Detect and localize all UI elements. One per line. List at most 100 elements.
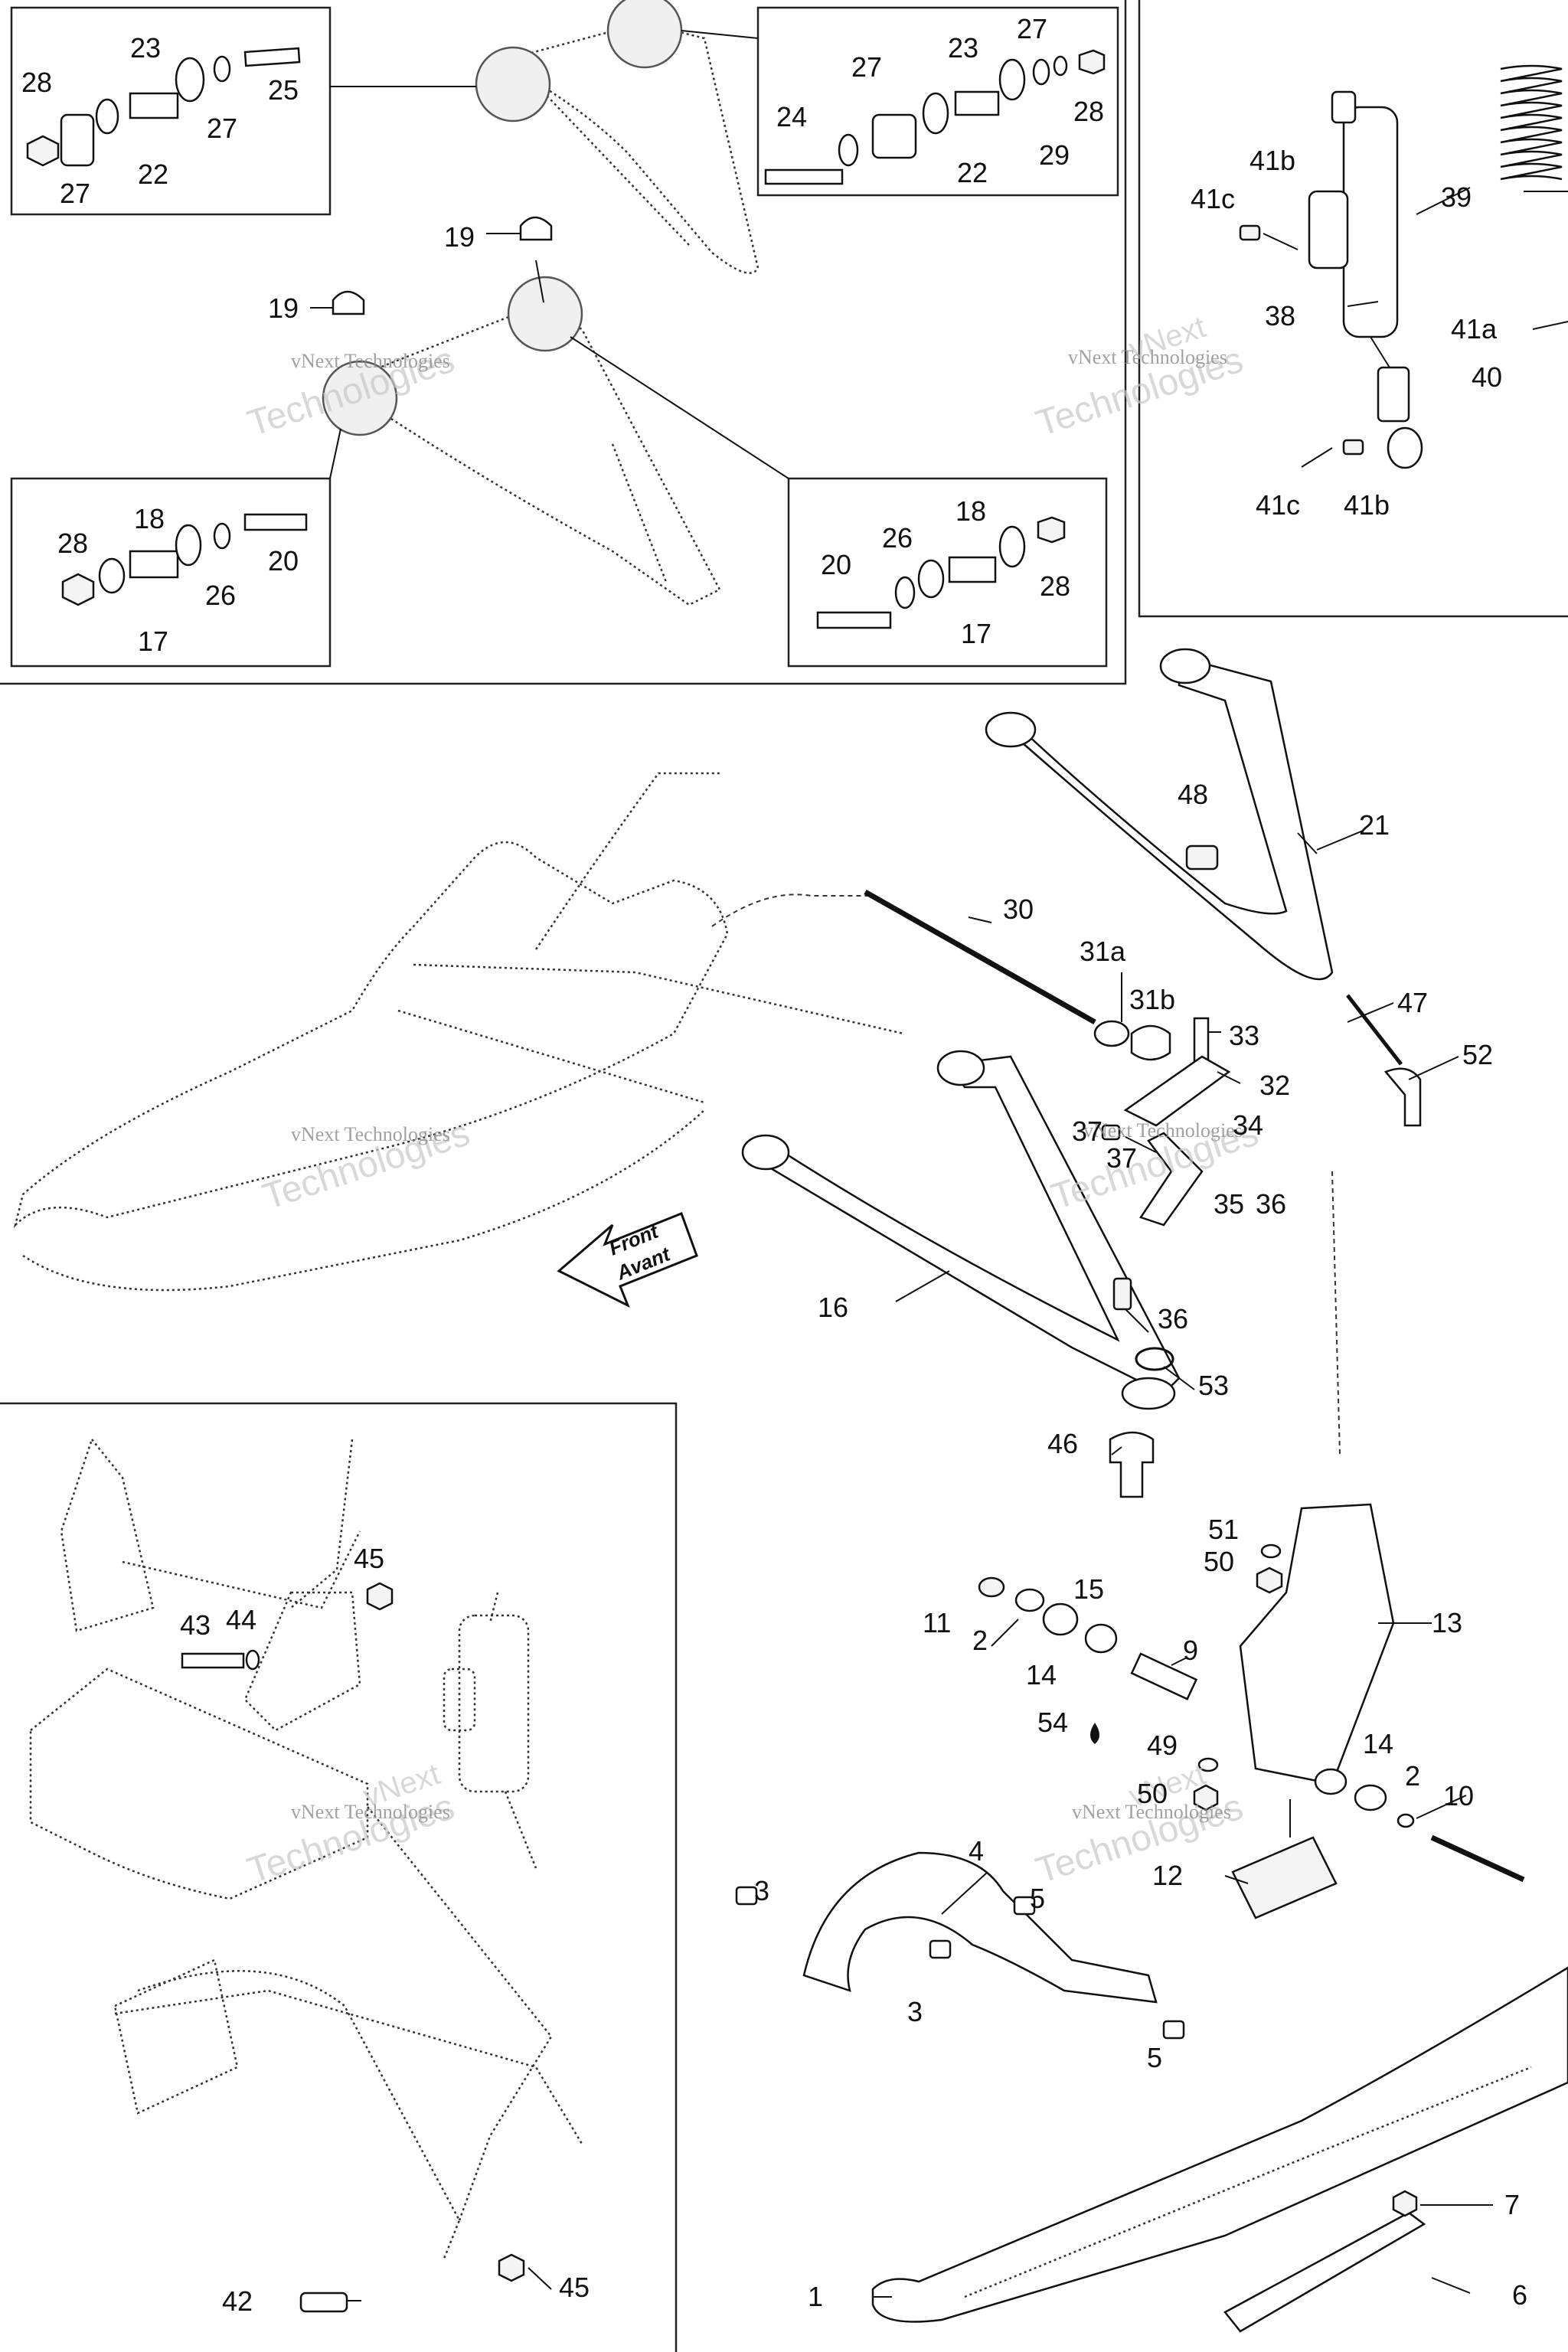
part-19-spacer-upper bbox=[332, 290, 365, 315]
svg-text:vNext Technologies: vNext Technologies bbox=[1068, 346, 1227, 368]
callout-19: 19 bbox=[444, 221, 475, 253]
callout-30: 30 bbox=[1003, 893, 1034, 925]
chassis-sketch: Front Avant bbox=[13, 772, 904, 1308]
lower-arm-pivot-callout-left bbox=[322, 360, 398, 436]
lower-arm-pivot-callout-right bbox=[507, 276, 583, 352]
svg-text:vNext Technologies: vNext Technologies bbox=[1072, 1801, 1231, 1823]
svg-text:vNext Technologies: vNext Technologies bbox=[291, 350, 450, 372]
watermarks: Technologies vNext Technologies Technolo… bbox=[243, 310, 1263, 1891]
callout-21: 21 bbox=[1359, 809, 1390, 841]
inset-hardware bbox=[26, 47, 1106, 629]
callout-29: 29 bbox=[1039, 139, 1070, 171]
callout-36: 36 bbox=[1158, 1303, 1188, 1334]
part-19-spacer-lower bbox=[519, 216, 553, 241]
callout-15: 15 bbox=[1073, 1573, 1104, 1605]
callout-3: 3 bbox=[907, 1996, 923, 2027]
callout-19: 19 bbox=[268, 292, 299, 324]
callout-6: 6 bbox=[1512, 2279, 1527, 2311]
callout-22: 22 bbox=[138, 158, 168, 190]
callout-2: 2 bbox=[1405, 1760, 1420, 1792]
callout-37: 37 bbox=[1106, 1142, 1137, 1174]
callout-9: 9 bbox=[1183, 1635, 1198, 1666]
callout-42: 42 bbox=[222, 2285, 253, 2317]
callout-27: 27 bbox=[60, 178, 90, 209]
callout-36: 36 bbox=[1256, 1188, 1286, 1220]
callout-14: 14 bbox=[1363, 1728, 1393, 1759]
callout-26: 26 bbox=[882, 522, 913, 554]
callout-23: 23 bbox=[948, 32, 978, 64]
callout-5: 5 bbox=[1147, 2042, 1162, 2073]
inset-upper-arm-right-bushing bbox=[756, 6, 1119, 197]
callout-labels: 28 23 25 27 22 27 27 23 27 28 24 29 22 2… bbox=[21, 13, 1527, 2317]
svg-text:vNext Technologies: vNext Technologies bbox=[1083, 1119, 1243, 1142]
callout-52: 52 bbox=[1462, 1039, 1493, 1070]
callout-27: 27 bbox=[1017, 13, 1047, 44]
callout-7: 7 bbox=[1504, 2189, 1520, 2220]
callout-2: 2 bbox=[972, 1625, 988, 1656]
callout-41c: 41c bbox=[1256, 489, 1300, 521]
callout-31b: 31b bbox=[1129, 984, 1175, 1015]
callout-20: 20 bbox=[821, 549, 851, 580]
callout-35: 35 bbox=[1214, 1188, 1244, 1220]
callout-31a: 31a bbox=[1080, 936, 1126, 967]
callout-18: 18 bbox=[134, 503, 165, 534]
callout-20: 20 bbox=[268, 545, 299, 577]
inset-lower-arm-left-bushing bbox=[10, 477, 332, 668]
callout-47: 47 bbox=[1397, 987, 1428, 1018]
callout-41b: 41b bbox=[1250, 145, 1295, 176]
callout-41a: 41a bbox=[1451, 313, 1498, 345]
callout-45: 45 bbox=[354, 1543, 384, 1574]
callout-13: 13 bbox=[1432, 1607, 1462, 1638]
callout-16: 16 bbox=[818, 1292, 848, 1323]
upper-arm-pivot-callout-right bbox=[606, 0, 683, 69]
callout-1: 1 bbox=[808, 2281, 823, 2312]
upper-arm-pivot-callout-left bbox=[475, 46, 551, 122]
callout-11: 11 bbox=[923, 1607, 951, 1638]
callout-43: 43 bbox=[180, 1609, 211, 1641]
callout-41b: 41b bbox=[1344, 489, 1390, 521]
callout-45: 45 bbox=[559, 2272, 590, 2303]
callout-26: 26 bbox=[205, 580, 236, 611]
callout-32: 32 bbox=[1259, 1070, 1290, 1101]
callout-39: 39 bbox=[1441, 181, 1472, 213]
suspension-parts bbox=[735, 648, 1568, 2333]
callout-23: 23 bbox=[130, 32, 161, 64]
callout-34: 34 bbox=[1233, 1109, 1263, 1141]
callout-54: 54 bbox=[1037, 1707, 1068, 1738]
callout-5: 5 bbox=[1030, 1883, 1045, 1914]
svg-text:vNext Technologies: vNext Technologies bbox=[291, 1801, 450, 1823]
callout-49: 49 bbox=[1147, 1730, 1178, 1761]
callout-24: 24 bbox=[776, 101, 807, 132]
callout-51: 51 bbox=[1208, 1514, 1239, 1545]
callout-28: 28 bbox=[21, 67, 52, 98]
callout-50: 50 bbox=[1137, 1778, 1168, 1809]
callout-17: 17 bbox=[138, 626, 168, 657]
front-direction-arrow bbox=[557, 1212, 698, 1308]
callout-44: 44 bbox=[226, 1604, 256, 1635]
callout-4: 4 bbox=[969, 1835, 984, 1867]
shock-absorber-assembly bbox=[1239, 64, 1563, 469]
frame-sketch bbox=[29, 1437, 583, 2313]
inset-upper-arm-left-bushing bbox=[10, 6, 332, 216]
inset-lower-arm-right-bushing bbox=[787, 477, 1108, 668]
callout-46: 46 bbox=[1047, 1428, 1078, 1459]
callout-28: 28 bbox=[57, 528, 88, 559]
callout-33: 33 bbox=[1229, 1020, 1259, 1051]
callout-12: 12 bbox=[1152, 1860, 1183, 1891]
callout-37: 37 bbox=[1072, 1116, 1102, 1147]
callout-25: 25 bbox=[268, 74, 299, 106]
callout-27: 27 bbox=[851, 51, 882, 83]
callout-53: 53 bbox=[1198, 1370, 1229, 1401]
callout-50: 50 bbox=[1204, 1546, 1234, 1577]
callout-17: 17 bbox=[961, 618, 991, 649]
callout-40: 40 bbox=[1472, 361, 1502, 393]
svg-text:vNext Technologies: vNext Technologies bbox=[291, 1123, 450, 1145]
callout-41c: 41c bbox=[1191, 183, 1235, 214]
callout-10: 10 bbox=[1443, 1780, 1474, 1811]
callout-27: 27 bbox=[207, 113, 237, 144]
callout-48: 48 bbox=[1178, 779, 1208, 810]
leader-lines bbox=[347, 187, 1568, 2301]
callout-22: 22 bbox=[957, 157, 988, 188]
